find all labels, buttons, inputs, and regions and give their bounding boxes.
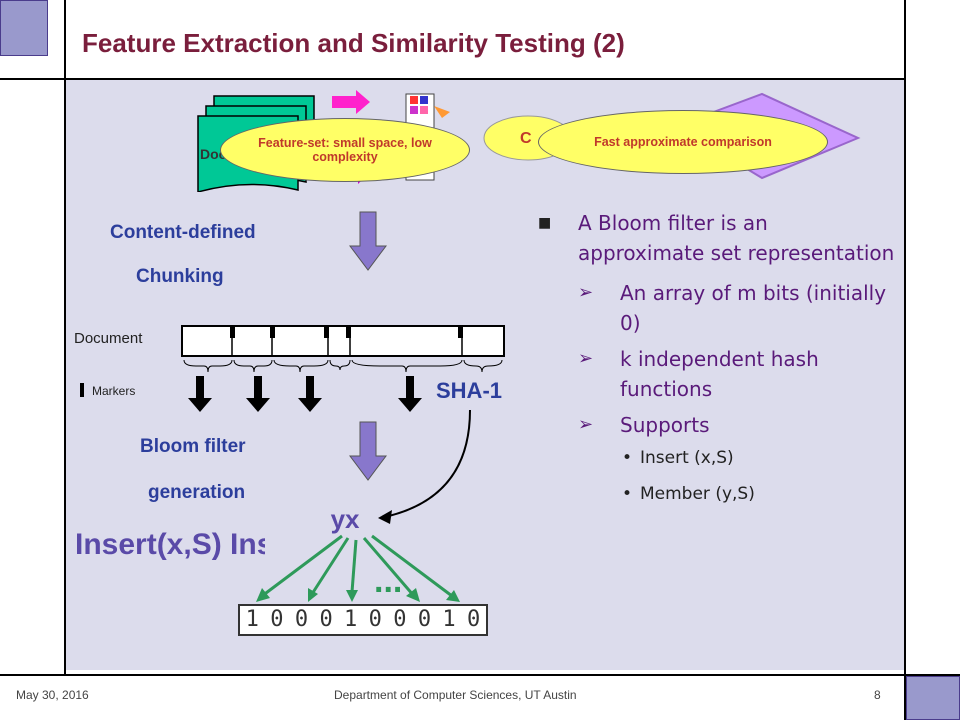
- orange-connector: [434, 106, 450, 118]
- bit-3: 0: [319, 607, 333, 632]
- document-bar-label: Document: [74, 330, 143, 347]
- bullet-sub-2-text: k independent hash functions: [620, 347, 819, 401]
- bit-0: 1: [245, 607, 259, 632]
- bit-array: 1 0 0 0 1 0 0 0 1 0: [238, 604, 488, 636]
- markers-legend-label: Markers: [92, 384, 136, 398]
- bullet-sub-3-text: Supports: [620, 413, 710, 437]
- bit-1: 0: [270, 607, 284, 632]
- brace-2: [233, 359, 273, 373]
- bullet-main: ■ A Bloom filter is an approximate set r…: [538, 208, 898, 268]
- oval-fast-comparison: Fast approximate comparison: [538, 110, 828, 174]
- footer-department: Department of Computer Sciences, UT Aust…: [334, 688, 577, 702]
- black-down-arrow-1: [188, 376, 212, 412]
- marker-5: [458, 326, 463, 338]
- bullet-sub-1: ➢ An array of m bits (initially 0): [538, 278, 898, 338]
- green-arrowhead-3: [346, 590, 358, 602]
- footer-rule: [0, 674, 960, 676]
- bullet-op-2: • Member (y,S): [538, 482, 898, 506]
- bit-8: 1: [442, 607, 456, 632]
- insert-operation-text: Insert(x,S) Insert(y,S): [75, 528, 265, 561]
- purple-down-arrow-2: [349, 421, 387, 481]
- bit-9: 0: [467, 607, 481, 632]
- bullet-sub-2: ➢ k independent hash functions: [538, 344, 898, 404]
- marker-3: [324, 326, 329, 338]
- bit-2: 0: [294, 607, 309, 632]
- document-bar: [181, 325, 505, 357]
- green-arrow-4: [362, 537, 416, 597]
- marker-4: [346, 326, 351, 338]
- ellipsis: ...: [374, 562, 403, 600]
- footer-date: May 30, 2016: [16, 688, 89, 702]
- black-down-arrow-3: [298, 376, 322, 412]
- title-underline: [0, 78, 906, 80]
- green-arrowhead-5: [446, 590, 460, 602]
- marker-2: [270, 326, 275, 338]
- corner-square-top-left: [0, 0, 48, 56]
- left-vertical-rule: [64, 0, 66, 676]
- bullet-op-2-text: Member (y,S): [640, 484, 755, 504]
- step-bloom-line1: Bloom filter: [140, 436, 246, 457]
- bit-4: 1: [344, 607, 358, 632]
- green-arrow-3: [350, 539, 358, 593]
- sha1-label: SHA-1: [436, 378, 503, 403]
- brace-3: [273, 359, 329, 373]
- feature-cell-pink: [420, 106, 428, 114]
- bullet-op-1: • Insert (x,S): [538, 446, 898, 470]
- arrow-bullet-icon: ➢: [578, 348, 594, 369]
- green-arrowhead-2: [308, 588, 318, 602]
- square-bullet-icon: ■: [538, 215, 552, 231]
- bullet-op-1-text: Insert (x,S): [640, 448, 734, 468]
- feature-cell-blue: [420, 96, 428, 104]
- dot-bullet-icon: •: [622, 484, 633, 504]
- green-arrow-1: [261, 534, 343, 598]
- footer-page-number: 8: [874, 688, 881, 702]
- step-chunking-line2: Chunking: [136, 266, 224, 287]
- step-bloom-line2: generation: [148, 482, 246, 503]
- arrow-bullet-icon: ➢: [578, 282, 594, 303]
- bullet-list: ■ A Bloom filter is an approximate set r…: [538, 208, 898, 518]
- black-down-arrow-2: [246, 376, 270, 412]
- green-arrowhead-1: [256, 588, 270, 602]
- bit-5: 0: [368, 607, 382, 632]
- marker-1: [230, 326, 235, 338]
- right-vertical-rule: [904, 0, 906, 720]
- markers-legend-tick: [80, 383, 84, 397]
- step-chunking-line1: Content-defined: [110, 222, 256, 243]
- green-arrow-2: [310, 537, 350, 595]
- small-c-label: C: [520, 130, 532, 147]
- black-down-arrow-4: [398, 376, 422, 412]
- green-arrow-5: [371, 534, 453, 598]
- dot-bullet-icon: •: [622, 448, 633, 468]
- brace-5: [351, 359, 463, 373]
- green-arrowhead-4: [406, 588, 420, 602]
- brace-4: [329, 359, 351, 371]
- bit-6: 0: [393, 607, 407, 632]
- magenta-arrow-top: [332, 90, 370, 114]
- sha1-curve-arrowhead: [378, 510, 392, 524]
- feature-cell-red: [410, 96, 418, 104]
- feature-cell-magenta: [410, 106, 418, 114]
- oval-feature-set-text: Feature-set: small space, low complexity: [258, 136, 432, 164]
- arrow-bullet-icon: ➢: [578, 414, 594, 435]
- bullet-sub-1-text: An array of m bits (initially 0): [620, 281, 887, 335]
- brace-6: [463, 359, 503, 373]
- document-label: Doc: [200, 146, 227, 162]
- bullet-main-text: A Bloom filter is an approximate set rep…: [578, 211, 895, 265]
- oval-fast-comparison-text: Fast approximate comparison: [594, 135, 772, 149]
- brace-1: [183, 359, 233, 373]
- sha1-curve-arrow: [379, 409, 471, 519]
- purple-down-arrow-1: [349, 211, 387, 271]
- oval-feature-set: Feature-set: small space, low complexity: [220, 118, 470, 182]
- bullet-sub-3: ➢ Supports: [538, 410, 898, 440]
- corner-square-bottom-right: [906, 676, 960, 720]
- bit-7: 0: [417, 607, 432, 632]
- slide-title: Feature Extraction and Similarity Testin…: [82, 28, 625, 58]
